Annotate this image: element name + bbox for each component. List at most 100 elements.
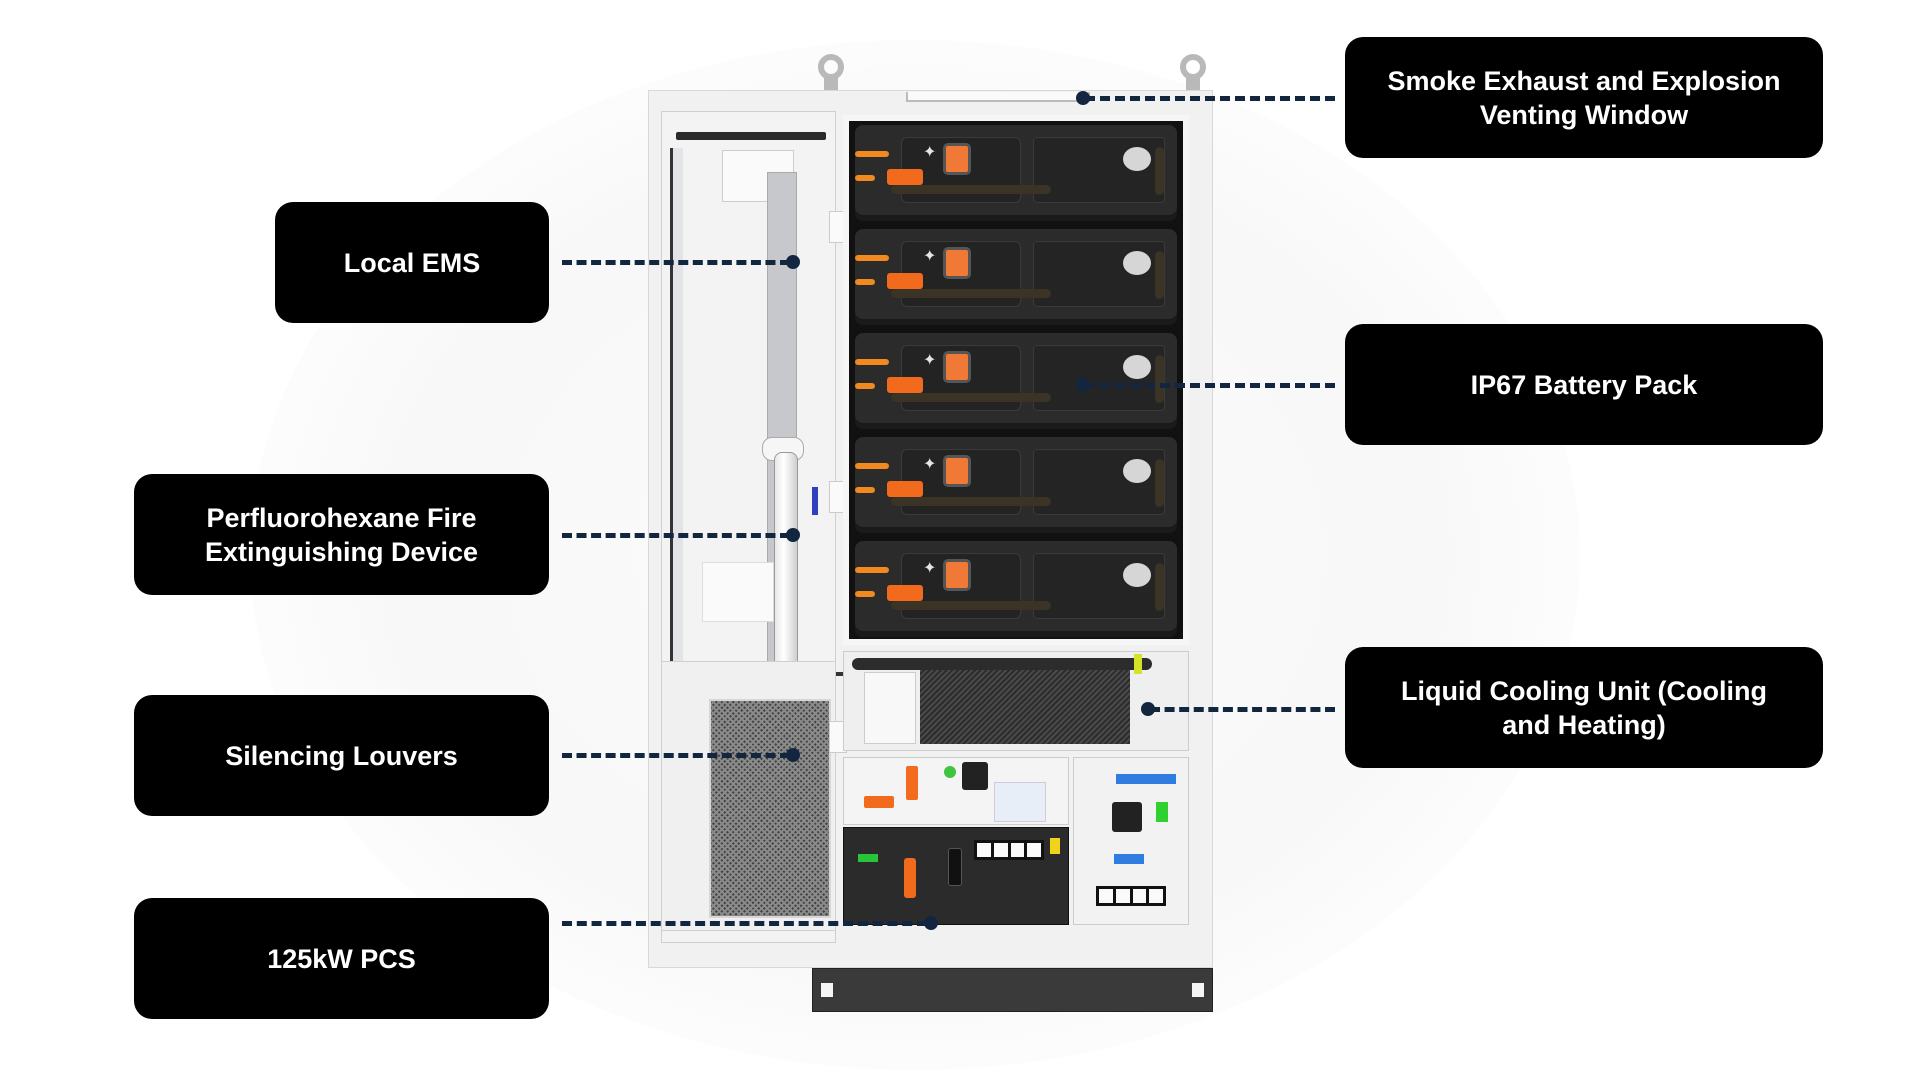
coolant-hose	[891, 497, 1051, 506]
orange-connector	[906, 766, 918, 800]
battery-connector	[887, 481, 923, 497]
coolant-hose	[891, 393, 1051, 402]
lifting-eyebolt-left	[818, 54, 844, 80]
breaker-row	[1114, 854, 1144, 864]
cooling-pipe	[852, 658, 1152, 670]
pcs-status-display	[858, 854, 878, 862]
battery-vent-valve	[1123, 563, 1151, 587]
coolant-hose	[1155, 563, 1164, 611]
leader-dot-smoke-exhaust	[1076, 91, 1090, 105]
coolant-hose	[1155, 147, 1164, 195]
battery-plug	[943, 559, 971, 591]
callout-fire-extinguishing: Perfluorohexane Fire Extinguishing Devic…	[134, 474, 549, 595]
orange-cable	[855, 487, 875, 493]
leader-line-liquid-cooling	[1150, 707, 1335, 712]
battery-vent-valve	[1123, 355, 1151, 379]
orange-cable	[855, 151, 889, 157]
battery-vent-valve	[1123, 147, 1151, 171]
callout-battery-pack: IP67 Battery Pack	[1345, 324, 1823, 445]
leader-line-fire-extinguishing	[562, 533, 790, 538]
leader-line-local-ems	[562, 260, 790, 265]
orange-cable	[855, 279, 875, 285]
battery-connector	[887, 273, 923, 289]
lifting-eyebolt-right	[1180, 54, 1206, 80]
coolant-hose	[1155, 251, 1164, 299]
callout-smoke-exhaust: Smoke Exhaust and Explosion Venting Wind…	[1345, 37, 1823, 158]
coolant-hose	[891, 185, 1051, 194]
smoke-vent-window	[906, 92, 1090, 102]
coolant-hose	[891, 289, 1051, 298]
cabinet-base	[812, 968, 1213, 1012]
callout-text: Smoke Exhaust and Explosion Venting Wind…	[1387, 65, 1781, 130]
leader-line-battery-pack	[1085, 383, 1335, 388]
cooling-grille	[920, 670, 1130, 744]
pcs-orange-handle	[904, 858, 916, 898]
battery-panel	[1033, 449, 1165, 515]
battery-panel	[1033, 137, 1165, 203]
battery-module: ✦	[855, 125, 1177, 221]
battery-plug	[943, 351, 971, 383]
leader-dot-battery-pack	[1076, 378, 1090, 392]
callout-pcs: 125kW PCS	[134, 898, 549, 1019]
battery-bay: ✦ ✦	[843, 115, 1189, 645]
callout-liquid-cooling: Liquid Cooling Unit (Cooling and Heating…	[1345, 647, 1823, 768]
callout-text: 125kW PCS	[267, 943, 416, 974]
star-marker-icon: ✦	[923, 560, 937, 577]
coolant-hose	[1155, 459, 1164, 507]
battery-plug	[943, 455, 971, 487]
rotary-switch	[962, 762, 988, 790]
eyebolt-stem	[1186, 78, 1200, 90]
battery-plug	[943, 247, 971, 279]
callout-silencing-louvers: Silencing Louvers	[134, 695, 549, 816]
callout-local-ems: Local EMS	[275, 202, 549, 323]
battery-vent-valve	[1123, 251, 1151, 275]
door-top-bar	[676, 132, 826, 140]
orange-cable	[855, 175, 875, 181]
main-disconnect-switch	[1112, 802, 1142, 832]
green-terminal	[1156, 802, 1168, 822]
door-plate	[702, 562, 774, 622]
callout-text: Perfluorohexane Fire Extinguishing Devic…	[204, 502, 479, 567]
cooling-mount-plate	[864, 672, 916, 744]
extinguisher-tag	[812, 487, 818, 515]
star-marker-icon: ✦	[923, 456, 937, 473]
battery-panel	[1033, 345, 1165, 411]
leader-dot-local-ems	[786, 255, 800, 269]
coolant-hose	[1155, 355, 1164, 403]
battery-module: ✦	[855, 541, 1177, 637]
callout-text: IP67 Battery Pack	[1470, 369, 1698, 400]
leader-dot-liquid-cooling	[1141, 702, 1155, 716]
leader-dot-fire-extinguishing	[786, 528, 800, 542]
star-marker-icon: ✦	[923, 352, 937, 369]
orange-cable	[855, 463, 889, 469]
battery-module: ✦	[855, 333, 1177, 429]
pcs-unit	[843, 827, 1069, 925]
cabinet-body: ✦ ✦	[648, 90, 1213, 968]
callout-text: Local EMS	[343, 247, 481, 278]
orange-cable	[855, 383, 875, 389]
battery-connector	[887, 169, 923, 185]
battery-panel	[1033, 241, 1165, 307]
leader-line-pcs	[562, 921, 927, 926]
pcs-black-handle	[948, 848, 962, 886]
pcs-terminal-block	[974, 840, 1044, 860]
green-indicator-icon	[944, 766, 956, 778]
base-bolt	[1192, 983, 1204, 997]
leader-dot-pcs	[924, 916, 938, 930]
door-frame	[670, 148, 683, 668]
battery-plug	[943, 143, 971, 175]
aux-terminal-block	[1096, 886, 1166, 906]
breaker-window	[994, 782, 1046, 822]
pcs-connection-panel	[843, 757, 1069, 825]
star-marker-icon: ✦	[923, 144, 937, 161]
pcs-warning-label	[1050, 838, 1060, 854]
orange-cable	[855, 567, 889, 573]
battery-module: ✦	[855, 229, 1177, 325]
battery-connector	[887, 377, 923, 393]
battery-connector	[887, 585, 923, 601]
orange-cable	[855, 255, 889, 261]
battery-module: ✦	[855, 437, 1177, 533]
battery-panel	[1033, 553, 1165, 619]
callout-text: Silencing Louvers	[225, 740, 458, 771]
leader-line-silencing-louvers	[562, 753, 790, 758]
